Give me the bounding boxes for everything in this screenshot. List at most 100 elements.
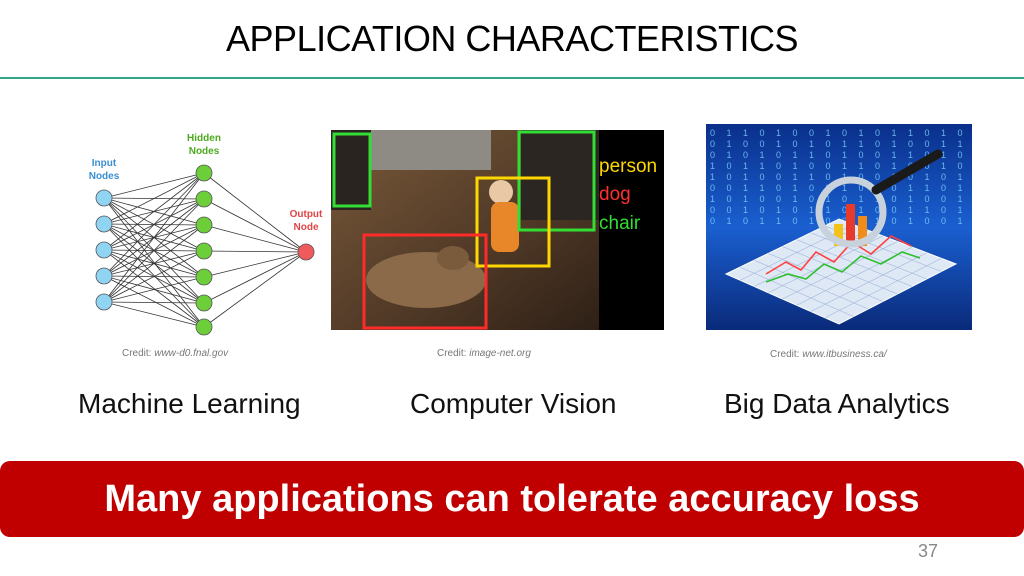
binary-digit: 0 — [842, 128, 847, 138]
binary-digit: 1 — [710, 172, 715, 182]
binary-digit: 1 — [958, 194, 963, 204]
binary-digit: 0 — [727, 194, 732, 204]
binary-digit: 0 — [925, 216, 930, 226]
network-edge — [203, 251, 307, 278]
binary-digit: 0 — [826, 150, 831, 160]
binary-digit: 0 — [908, 172, 913, 182]
magnifier-handle — [871, 149, 943, 195]
binary-digit: 1 — [793, 183, 798, 193]
binary-digit: 0 — [941, 205, 946, 215]
binary-digit: 1 — [809, 216, 814, 226]
network-edge — [103, 223, 205, 328]
binary-digit: 1 — [859, 194, 864, 204]
binary-digit: 0 — [793, 139, 798, 149]
input-nodes-label-line1: Input — [92, 158, 117, 169]
binary-digit: 0 — [875, 128, 880, 138]
caption-machine-learning: Machine Learning — [78, 388, 301, 419]
credit-prefix: Credit: — [437, 348, 470, 359]
grid-line — [796, 239, 913, 287]
binary-digit: 0 — [925, 139, 930, 149]
network-edge — [103, 250, 205, 303]
binary-digit: 1 — [941, 128, 946, 138]
binary-digit: 0 — [710, 128, 715, 138]
binary-digit: 1 — [859, 128, 864, 138]
binary-digit: 0 — [776, 150, 781, 160]
binary-digit: 0 — [727, 205, 732, 215]
network-edge — [203, 198, 307, 253]
binary-digit: 0 — [859, 183, 864, 193]
binary-digit: 0 — [809, 194, 814, 204]
binary-digit: 1 — [710, 194, 715, 204]
object-detection-svg: person dog chair — [331, 130, 664, 330]
object-detection-image: person dog chair — [331, 130, 664, 330]
binary-digit: 1 — [842, 172, 847, 182]
hidden-node — [195, 242, 213, 260]
binary-digit: 1 — [958, 205, 963, 215]
credit-machine-learning: Credit: www-d0.fnal.gov — [122, 348, 228, 359]
credit-computer-vision: Credit: image-net.org — [437, 348, 531, 359]
input-node — [95, 189, 113, 207]
network-edge — [103, 197, 205, 328]
binary-digit: 1 — [875, 216, 880, 226]
binary-digit: 1 — [908, 194, 913, 204]
binary-digit: 0 — [875, 161, 880, 171]
binary-digit: 1 — [727, 139, 732, 149]
network-edge — [103, 301, 205, 304]
binary-digit: 0 — [760, 172, 765, 182]
binary-digit: 1 — [958, 139, 963, 149]
output-node-label-line2: Node — [294, 222, 319, 233]
label-background — [599, 130, 664, 330]
binary-digit: 1 — [809, 139, 814, 149]
network-nodes — [95, 164, 315, 336]
network-edge — [203, 251, 307, 304]
dog-head-shape — [437, 246, 469, 270]
binary-digit: 1 — [710, 161, 715, 171]
hidden-node — [195, 190, 213, 208]
binary-digit: 1 — [776, 216, 781, 226]
chair-box-right — [517, 130, 596, 232]
chair-box-left — [332, 132, 372, 208]
binary-digit: 1 — [925, 183, 930, 193]
binary-digit: 0 — [892, 205, 897, 215]
binary-digit: 0 — [760, 194, 765, 204]
binary-digit: 1 — [776, 205, 781, 215]
binary-digit: 0 — [743, 150, 748, 160]
binary-digit: 1 — [842, 161, 847, 171]
input-nodes-label-line2: Nodes — [89, 171, 120, 182]
binary-digit: 1 — [842, 183, 847, 193]
network-edge — [203, 250, 307, 253]
binary-digit: 0 — [809, 161, 814, 171]
binary-digit: 1 — [727, 128, 732, 138]
binary-digit: 0 — [760, 139, 765, 149]
hidden-node — [195, 294, 213, 312]
binary-digit: 1 — [727, 216, 732, 226]
credit-source: www.itbusiness.ca/ — [802, 349, 887, 360]
network-edge — [103, 172, 205, 199]
network-edge — [103, 224, 205, 303]
binary-digit: 0 — [776, 161, 781, 171]
grid-line — [824, 225, 942, 272]
binary-digit: 1 — [743, 205, 748, 215]
child-body-shape — [491, 202, 519, 252]
binary-digit: 0 — [710, 150, 715, 160]
binary-digit: 1 — [925, 172, 930, 182]
binary-digit: 0 — [776, 194, 781, 204]
binary-digit: 1 — [760, 183, 765, 193]
network-edge — [203, 251, 307, 328]
binary-digit: 1 — [941, 150, 946, 160]
binary-digit: 1 — [908, 150, 913, 160]
chair-shadow-left — [331, 130, 371, 210]
neural-network-diagram: Input Nodes Hidden Nodes Output Node — [78, 128, 324, 338]
binary-digit: 1 — [958, 183, 963, 193]
binary-digit: 1 — [908, 205, 913, 215]
binary-digit: 1 — [908, 183, 913, 193]
credit-prefix: Credit: — [122, 348, 155, 359]
binary-digit: 0 — [760, 128, 765, 138]
binary-digit: 1 — [793, 161, 798, 171]
binary-digit: 0 — [908, 139, 913, 149]
slide-title: APPLICATION CHARACTERISTICS — [226, 18, 798, 59]
binary-digit: 0 — [842, 194, 847, 204]
binary-digit: 0 — [727, 183, 732, 193]
binary-digit: 1 — [826, 205, 831, 215]
